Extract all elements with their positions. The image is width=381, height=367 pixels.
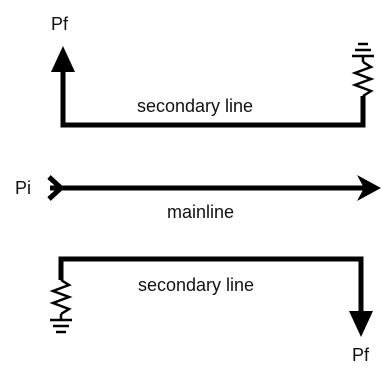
bottom-secondary-line-label: secondary line [138,275,254,295]
bottom-secondary-line: secondary line Pf [49,256,373,365]
mainline-arrowhead [357,175,381,201]
bottom-pf-label: Pf [352,345,370,365]
mainline-inlet-chevron [47,175,65,201]
top-secondary-line-label: secondary line [137,96,253,116]
top-spring-icon [351,60,375,98]
bottom-secondary-path [58,256,364,318]
bottom-ground-icon [50,318,72,334]
top-ground-icon [352,42,374,58]
top-pf-label: Pf [51,14,69,34]
top-up-arrowhead [51,46,75,72]
bottom-down-arrowhead [349,311,373,337]
top-secondary-line: Pf secondary line [51,14,375,128]
pi-label: Pi [15,178,31,198]
mainline-label: mainline [167,202,234,222]
mainline: Pi mainline [15,175,381,222]
bottom-spring-icon [49,278,73,316]
top-secondary-path [60,65,366,128]
